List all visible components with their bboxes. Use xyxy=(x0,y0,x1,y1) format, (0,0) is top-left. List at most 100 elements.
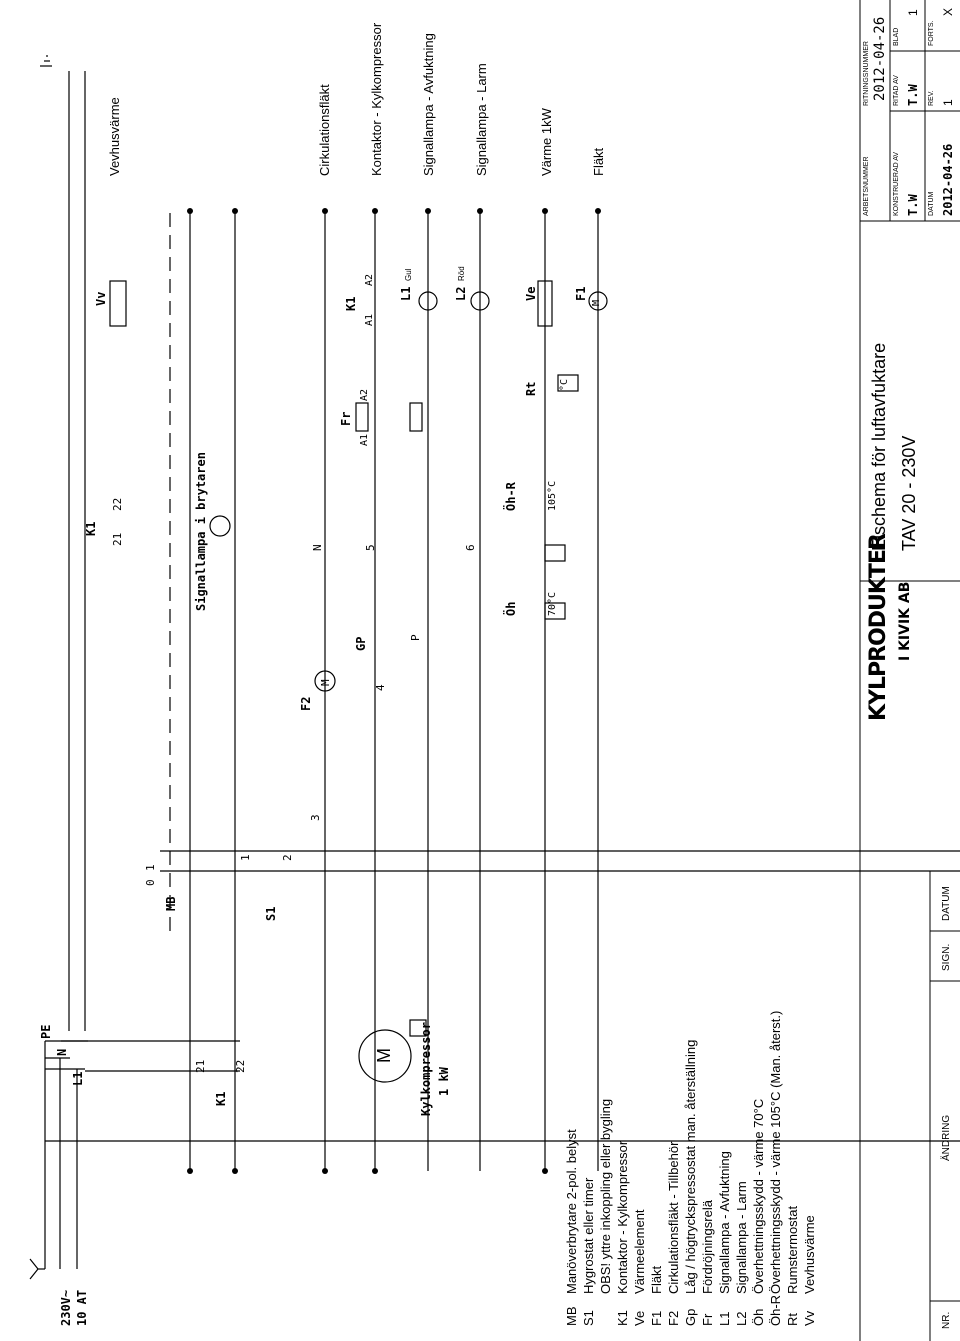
legend-desc: Överhettningsskydd - värme 70°C xyxy=(751,1098,766,1294)
drawing-model: TAV 20 - 230V xyxy=(899,435,919,551)
rt-label: Rt xyxy=(524,381,538,396)
legend-code: Rt xyxy=(785,1313,800,1326)
datum-label: DATUM xyxy=(928,191,935,216)
supply-n-label: N xyxy=(55,1048,69,1056)
legend-code: Fr xyxy=(700,1313,715,1326)
supply-pe-label: PE xyxy=(39,1024,53,1039)
f2-motor: M xyxy=(319,679,332,686)
k1-aux-22: 22 xyxy=(234,1059,247,1073)
legend-code: F2 xyxy=(666,1310,681,1326)
ve-label: Ve xyxy=(524,286,538,301)
blad-label: BLAD xyxy=(893,27,900,46)
konstruerad-value: T.W xyxy=(906,194,920,216)
rev-table-sign: SIGN. xyxy=(941,943,952,971)
l2-label: L2 xyxy=(454,286,468,301)
oh-temp: 70°C xyxy=(547,591,558,616)
branch-label-vevhusvarme: Vevhusvärme xyxy=(107,97,122,176)
k1-a2: A2 xyxy=(364,273,375,286)
legend-desc: Hygrostat eller timer xyxy=(581,1177,596,1294)
legend-code: K1 xyxy=(615,1310,630,1326)
terminal-1: 1 xyxy=(239,854,252,861)
rev-table-andring: ÄNDRING xyxy=(941,1114,952,1161)
legend-desc: Manöverbrytare 2-pol. belyst xyxy=(564,1129,579,1294)
k1-aux-21: 21 xyxy=(194,1059,207,1073)
legend-code: S1 xyxy=(581,1310,596,1326)
rev-label: REV. xyxy=(928,90,935,106)
k1-top-label: K1 xyxy=(84,521,98,536)
terminal-5: 5 xyxy=(364,544,377,551)
legend-code: Öh xyxy=(751,1308,766,1326)
datum-value: 2012-04-26 xyxy=(941,143,955,216)
f1-motor: M xyxy=(591,299,602,306)
legend-desc: Kontaktor - Kylkompressor xyxy=(615,1140,630,1294)
legend-desc: Fördröjningsrelä xyxy=(700,1200,715,1294)
fr-label: Fr xyxy=(339,411,353,426)
supply-rating-line2: 10 AT xyxy=(75,1289,89,1326)
terminal-2: 2 xyxy=(281,854,294,861)
ohr-label: Öh-R xyxy=(504,482,518,511)
legend-code: Vv xyxy=(802,1310,817,1326)
legend-desc: Vevhusvärme xyxy=(802,1215,817,1294)
legend-desc: Rumstermostat xyxy=(785,1205,800,1294)
l2-color: Röd xyxy=(457,266,466,281)
supply-rating-line1: 230V~ xyxy=(59,1289,73,1326)
ritningsnummer-label: RITNINGSNUMMER xyxy=(863,41,870,106)
fr-a2: A2 xyxy=(359,388,370,401)
k1-a1: A1 xyxy=(364,313,375,326)
compressor-name: Kylkompressor xyxy=(419,1022,433,1116)
branch-label-cirkulationsflakt: Cirkulationsfläkt xyxy=(317,84,332,176)
legend-code: L2 xyxy=(734,1311,749,1326)
mb-pos-1: 1 xyxy=(144,864,157,871)
gp-label: GP xyxy=(354,636,368,651)
branch-label-signallampa-avfuktning: Signallampa - Avfuktning xyxy=(421,33,436,176)
rt-unit: °C xyxy=(559,378,570,391)
l1-label: L1 xyxy=(399,286,413,301)
rev-value: 1 xyxy=(941,99,955,106)
konstruerad-label: KONSTRUERAD AV xyxy=(893,151,900,216)
legend-desc: Fläkt xyxy=(649,1265,664,1294)
branch-label-kontaktor: Kontaktor - Kylkompressor xyxy=(369,22,384,176)
f2-label: F2 xyxy=(299,696,313,711)
legend-code: Ve xyxy=(632,1310,647,1326)
arbetsnummer-label: ARBETSNUMMER xyxy=(863,156,870,216)
ohr-temp: 105°C xyxy=(547,480,558,511)
legend-desc: Signallampa - Larm xyxy=(734,1181,749,1294)
forts-label: FORTS. xyxy=(928,20,935,46)
lamp-switch-label: Signallampa i brytaren xyxy=(194,452,208,611)
rev-table-datum: DATUM xyxy=(941,886,952,921)
k1-coil-label: K1 xyxy=(344,296,358,311)
f1-label: F1 xyxy=(574,286,588,301)
blad-value: 1 xyxy=(906,9,920,16)
terminal-3: 3 xyxy=(309,814,322,821)
terminal-n: N xyxy=(311,544,324,551)
k1-top-22: 22 xyxy=(111,497,124,511)
legend-code: MB xyxy=(564,1306,579,1327)
legend-desc: Överhettningsskydd - värme 105°C (Man. å… xyxy=(768,1010,783,1294)
branch-label-signallampa-larm: Signallampa - Larm xyxy=(474,63,489,176)
legend-desc: Signallampa - Avfuktning xyxy=(717,1151,732,1294)
ritad-value: T.W xyxy=(906,84,920,106)
gp-p: P xyxy=(409,634,422,641)
compressor-motor-symbol: M xyxy=(374,1048,394,1063)
legend-desc: Låg / högtryckspressostat man. återställ… xyxy=(683,1039,698,1294)
mb-switch-label: MB xyxy=(164,896,178,911)
compressor-power: 1 kW xyxy=(437,1067,451,1096)
rev-table-nr: NR. xyxy=(941,1311,952,1329)
supply-l1-label: L1 xyxy=(71,1071,85,1086)
logo-main: KYLPRODUKTER xyxy=(866,534,891,721)
branch-label-flakt: Fläkt xyxy=(591,147,606,176)
logo-sub: I KIVIK AB xyxy=(897,581,913,661)
oh-label: Öh xyxy=(504,601,518,616)
s1-switch-label: S1 xyxy=(264,906,278,921)
terminal-6: 6 xyxy=(464,544,477,551)
legend-code: F1 xyxy=(649,1310,664,1326)
l1-color: Gul xyxy=(404,268,413,281)
k1-top-21: 21 xyxy=(111,532,124,546)
fr-a1: A1 xyxy=(359,433,370,446)
k1-contact-label: K1 xyxy=(214,1091,228,1106)
legend-desc: Cirkulationsfläkt - Tillbehör xyxy=(666,1141,681,1294)
mb-pos-0: 0 xyxy=(144,879,157,886)
